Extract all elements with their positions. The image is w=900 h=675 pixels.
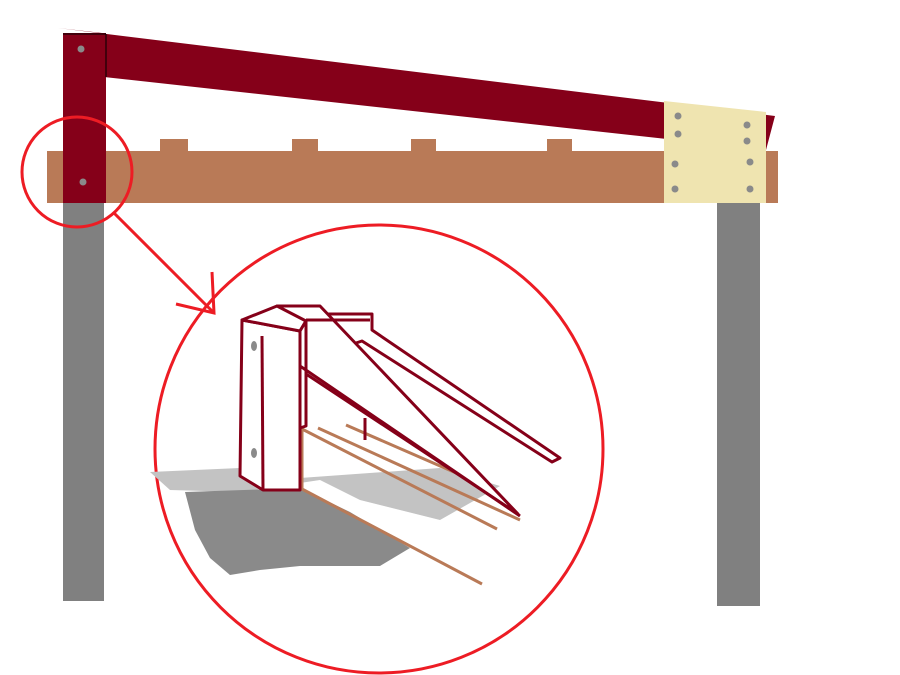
sloped-rafter [58,28,775,150]
horizontal-beam [47,151,778,203]
bolt-icon [746,185,754,193]
bolt-icon [746,158,754,166]
purlin-block-3 [411,139,436,151]
right-post [717,200,760,606]
purlin-block-2 [292,139,318,151]
detail-beam-sketch [300,423,521,586]
connection-plate [664,101,766,203]
bolt-icon [671,160,679,168]
bolt-icon [743,137,751,145]
detail-magnified-circle [153,223,605,675]
detail-rafter-line [299,364,521,518]
bolt-icon [77,45,85,53]
bolt-icon [671,185,679,193]
bolt-icon [251,341,257,351]
shadow-light [150,468,500,520]
bolt-icon [674,130,682,138]
detail-callout-circle [20,115,134,229]
purlin-block-1 [160,139,188,151]
bolt-icon [79,178,87,186]
purlin-block-4 [547,139,572,151]
detail-frame-sketch [238,304,562,516]
arrow-icon [111,210,216,315]
left-post [63,200,104,601]
shadow-dark [185,488,410,575]
bolt-icon [743,121,751,129]
arrow-head [175,271,216,315]
detail-rafter-line [260,335,265,491]
bolt-icon [674,112,682,120]
bolt-icon [251,448,257,458]
